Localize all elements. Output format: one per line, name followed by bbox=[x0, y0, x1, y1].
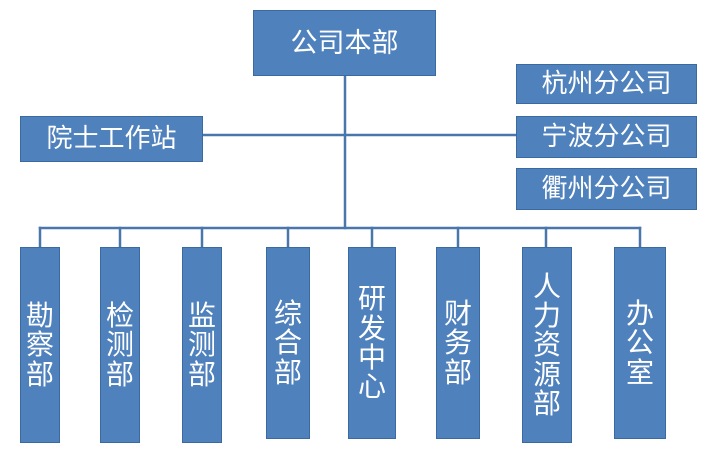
dept-label: 勘察部 bbox=[25, 298, 54, 391]
dept-label: 办公室 bbox=[625, 296, 654, 389]
dept-label: 检测部 bbox=[105, 298, 134, 391]
dept-box-finance[interactable]: 财务部 bbox=[436, 247, 480, 439]
dept-label: 研发中心 bbox=[357, 282, 386, 404]
dept-box-monitoring[interactable]: 监测部 bbox=[182, 247, 222, 443]
academician-workstation-label: 院士工作站 bbox=[46, 124, 177, 154]
headquarters-box[interactable]: 公司本部 bbox=[253, 10, 436, 76]
dept-label: 财务部 bbox=[443, 296, 472, 389]
headquarters-label: 公司本部 bbox=[290, 27, 399, 59]
dept-box-testing[interactable]: 检测部 bbox=[100, 247, 140, 443]
branch-label: 宁波分公司 bbox=[541, 122, 672, 152]
branch-label: 衢州分公司 bbox=[541, 174, 672, 204]
branch-box-hangzhou[interactable]: 杭州分公司 bbox=[516, 64, 697, 104]
branch-box-quzhou[interactable]: 衢州分公司 bbox=[516, 168, 697, 210]
dept-box-general[interactable]: 综合部 bbox=[266, 247, 310, 439]
branch-box-ningbo[interactable]: 宁波分公司 bbox=[516, 116, 697, 158]
dept-box-office[interactable]: 办公室 bbox=[614, 247, 666, 439]
dept-box-survey[interactable]: 勘察部 bbox=[20, 247, 60, 443]
branch-label: 杭州分公司 bbox=[541, 69, 672, 99]
dept-label: 监测部 bbox=[187, 298, 216, 391]
dept-label: 人力资源部 bbox=[532, 269, 561, 421]
dept-box-rnd[interactable]: 研发中心 bbox=[348, 247, 396, 439]
dept-label: 综合部 bbox=[273, 296, 302, 389]
dept-box-hr[interactable]: 人力资源部 bbox=[522, 247, 572, 443]
academician-workstation-box[interactable]: 院士工作站 bbox=[20, 116, 203, 162]
